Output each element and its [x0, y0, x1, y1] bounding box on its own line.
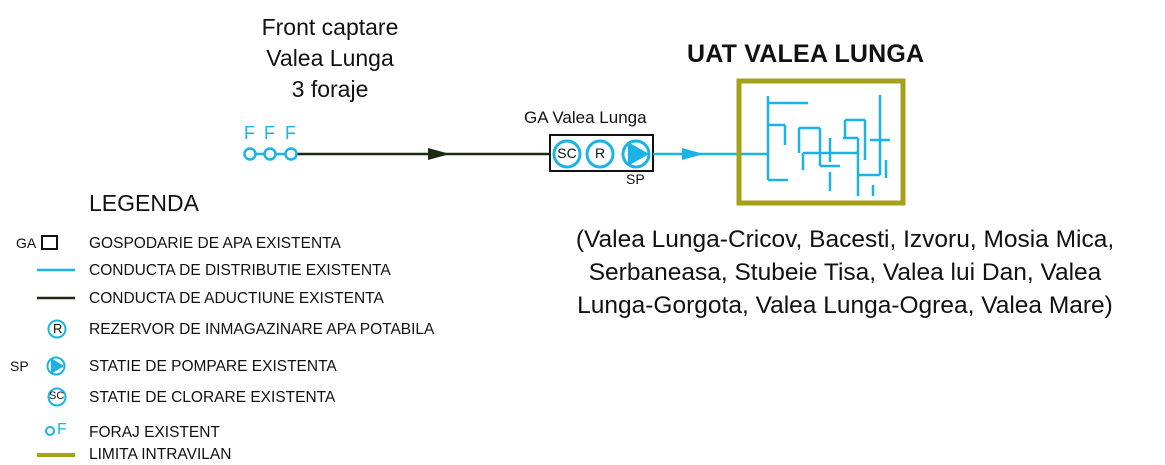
- well-3: [284, 147, 298, 161]
- legend-reservoir-icon: [47, 319, 67, 339]
- chlorination-station-icon: [552, 139, 582, 169]
- localities-line-2: Serbaneasa, Stubeie Tisa, Valea lui Dan,…: [588, 259, 1102, 286]
- legend-item-well: FORAJ EXISTENT: [89, 424, 220, 441]
- flow-arrow-distribution: [682, 148, 704, 160]
- source-line-1: Front captare: [261, 14, 399, 40]
- source-line-3: 3 foraje: [291, 76, 369, 102]
- legend-reservoir-glyph: R: [53, 321, 63, 336]
- legend-item-ga: GOSPODARIE DE APA EXISTENTA: [89, 235, 341, 252]
- legend-item-pump: STATIE DE POMPARE EXISTENTA: [89, 358, 337, 375]
- legend-pump-prefix: SP: [10, 358, 29, 374]
- legend-title: LEGENDA: [89, 190, 199, 216]
- source-line-2: Valea Lunga: [266, 45, 394, 71]
- distribution-network: [766, 95, 890, 196]
- localities-list: (Valea Lunga-Cricov, Bacesti, Izvoru, Mo…: [525, 223, 1165, 322]
- uat-title: UAT VALEA LUNGA: [687, 40, 925, 68]
- legend-item-adduction: CONDUCTA DE ADUCTIUNE EXISTENTA: [89, 290, 384, 307]
- ga-title: GA Valea Lunga: [524, 108, 647, 127]
- localities-line-1: (Valea Lunga-Cricov, Bacesti, Izvoru, Mo…: [575, 226, 1115, 253]
- well-label-1: F: [244, 123, 255, 143]
- legend-chlorination-glyph: SC: [49, 390, 65, 402]
- well-label-2: F: [264, 123, 275, 143]
- source-label: Front captare Valea Lunga 3 foraje: [230, 12, 430, 105]
- legend-well-icon: [45, 426, 55, 436]
- legend-ga-box-icon: [41, 235, 58, 250]
- legend-item-reservoir: REZERVOR DE INMAGAZINARE APA POTABILA: [89, 321, 435, 338]
- reservoir-icon: [585, 139, 615, 169]
- intravilan-boundary: [736, 78, 906, 206]
- legend-item-boundary: LIMITA INTRAVILAN: [89, 446, 232, 463]
- ga-r-glyph: R: [595, 145, 606, 161]
- legend-chlorination-icon: [47, 387, 67, 407]
- legend-pump-icon: [46, 356, 66, 376]
- well-label-3: F: [285, 123, 296, 143]
- well-2: [263, 147, 277, 161]
- legend-item-chlorination: STATIE DE CLORARE EXISTENTA: [89, 389, 336, 406]
- well-1: [243, 147, 257, 161]
- flow-arrow-adduction: [428, 148, 450, 160]
- legend-item-distribution: CONDUCTA DE DISTRIBUTIE EXISTENTA: [89, 262, 391, 279]
- pump-station-icon: [621, 139, 651, 169]
- ga-pump-label: SP: [626, 171, 645, 187]
- wells-group: [243, 147, 298, 161]
- legend-symbols: [37, 235, 75, 457]
- localities-line-3: Lunga-Gorgota, Valea Lunga-Ogrea, Valea …: [577, 292, 1113, 319]
- legend-well-glyph: F: [57, 421, 67, 438]
- legend-ga-prefix: GA: [16, 235, 37, 251]
- ga-sc-glyph: SC: [557, 145, 577, 161]
